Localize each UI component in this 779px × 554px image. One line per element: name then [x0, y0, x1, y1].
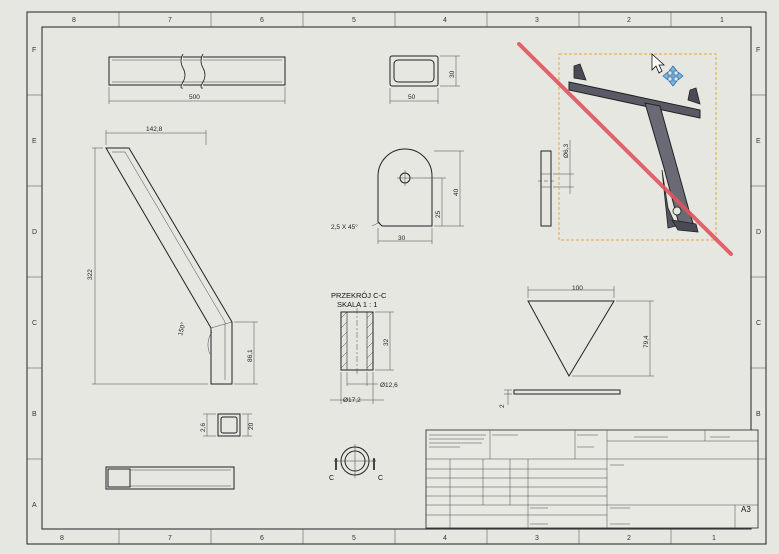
mouse-cursor-icon: [651, 53, 666, 74]
zone-col-4: 4: [443, 17, 447, 24]
section-cut-right: C: [378, 475, 383, 482]
zone-row-D: D: [32, 229, 37, 236]
dim-arm-height: 322: [87, 269, 94, 280]
dim-section-height: 32: [383, 338, 390, 346]
section-view[interactable]: [330, 308, 394, 404]
triangle-view[interactable]: [504, 286, 654, 405]
zone-col-7-bottom: 7: [168, 535, 172, 542]
round-tube-view[interactable]: [333, 444, 377, 478]
dim-arm-angle: 150°: [176, 321, 187, 336]
side-view[interactable]: [538, 140, 574, 227]
zone-col-7: 7: [168, 17, 172, 24]
sheet-size-label: A3: [741, 505, 751, 514]
dim-triangle-thickness: 2: [499, 404, 506, 408]
zone-row-F-right: F: [756, 47, 760, 54]
zone-row-E: E: [32, 138, 37, 145]
zone-labels-bottom: 8 7 6 5 4 3 2 1: [60, 535, 716, 542]
dim-tube-width: 50: [408, 94, 416, 101]
zone-col-8-bottom: 8: [60, 535, 64, 542]
dim-plate-hole: 25: [435, 210, 442, 218]
zone-col-6: 6: [260, 17, 264, 24]
dim-small-a: 2,6: [200, 423, 207, 432]
zone-col-6-bottom: 6: [260, 535, 264, 542]
dim-section-outer: Ø17,2: [343, 397, 361, 404]
zone-col-2-bottom: 2: [627, 535, 631, 542]
zone-col-8: 8: [72, 17, 76, 24]
zone-col-1-bottom: 1: [712, 535, 716, 542]
zone-labels-top: 8 7 6 5 4 3 2 1: [72, 17, 724, 24]
zone-row-C: C: [32, 320, 37, 327]
zone-row-B-right: B: [756, 411, 761, 418]
zone-labels-left: F E D C B A: [32, 47, 37, 509]
short-bar-view[interactable]: [105, 466, 235, 490]
zone-col-3-bottom: 3: [535, 535, 539, 542]
arm-view[interactable]: [92, 130, 258, 385]
model-3d-view[interactable]: [568, 63, 701, 233]
inner-border: [41, 26, 752, 530]
dim-plate-chamfer: 2,5 X 45°: [331, 223, 358, 231]
zone-row-C-right: C: [756, 320, 761, 327]
dim-side-dia: Ø6,3: [563, 144, 570, 158]
dim-plate-height: 40: [453, 188, 460, 196]
plate-view[interactable]: [371, 148, 464, 244]
title-block: [425, 429, 759, 529]
zone-row-D-right: D: [756, 229, 761, 236]
zone-col-4-bottom: 4: [443, 535, 447, 542]
dim-section-inner: Ø12,6: [380, 382, 398, 389]
zone-row-E-right: E: [756, 138, 761, 145]
red-strike-annotation: [517, 42, 733, 256]
move-icon[interactable]: [662, 65, 684, 87]
dim-tube-height: 30: [449, 70, 456, 78]
dim-plate-width: 30: [398, 235, 406, 242]
section-scale: SKALA 1 : 1: [337, 300, 377, 309]
zone-col-2: 2: [627, 17, 631, 24]
dim-small-b: 20: [248, 422, 255, 430]
zone-row-B: B: [32, 411, 37, 418]
tube-end-view[interactable]: [389, 55, 460, 104]
selection-box[interactable]: [558, 53, 717, 241]
zone-col-3: 3: [535, 17, 539, 24]
dim-triangle-height: 79,4: [643, 335, 650, 348]
zone-col-1: 1: [720, 17, 724, 24]
beam-view[interactable]: [108, 53, 286, 104]
zone-row-A: A: [32, 502, 37, 509]
section-title: PRZEKRÓJ C-C: [331, 291, 387, 300]
section-cut-left: C: [329, 475, 334, 482]
zone-labels-right: F E D C B: [756, 47, 761, 418]
zone-col-5-bottom: 5: [352, 535, 356, 542]
dim-beam-length: 500: [189, 94, 200, 101]
dim-arm-end: 86,1: [247, 349, 254, 362]
dim-triangle-width: 100: [572, 285, 583, 292]
dim-arm-width: 142,8: [146, 126, 163, 133]
outer-border: [26, 11, 767, 545]
zone-row-F: F: [32, 47, 36, 54]
small-square-view[interactable]: [203, 413, 252, 437]
zone-col-5: 5: [352, 17, 356, 24]
